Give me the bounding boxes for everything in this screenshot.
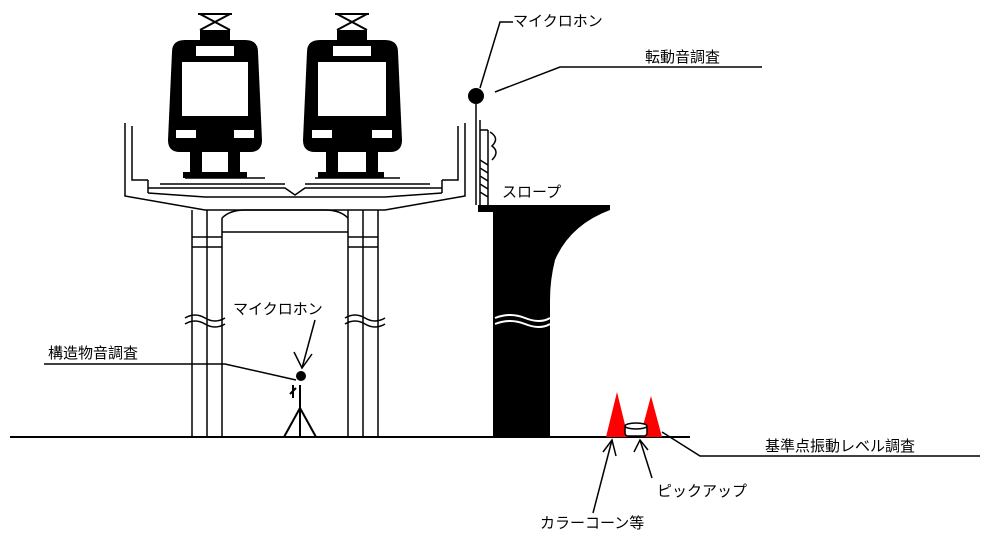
train-right [303, 13, 402, 178]
bottom-microphone-icon [296, 371, 306, 381]
label-microphone-bottom: マイクロホン [233, 300, 323, 318]
top-microphone-icon [468, 88, 484, 104]
top-microphone-stand [475, 104, 497, 205]
label-pickup: ピックアップ [657, 482, 747, 500]
label-slope: スロープ [502, 183, 561, 201]
bottom-microphone-tripod [283, 385, 317, 438]
slope-structure [478, 205, 610, 437]
label-microphone-top: マイクロホン [513, 12, 603, 30]
label-structure-noise: 構造物音調査 [48, 344, 138, 362]
train-left [168, 13, 262, 178]
label-color-cone: カラーコーン等 [540, 514, 644, 532]
pickup-sensor-icon [624, 422, 648, 437]
label-rolling-noise: 転動音調査 [645, 48, 720, 66]
color-cone-left [606, 392, 628, 437]
label-reference-vibration: 基準点振動レベル調査 [765, 437, 915, 455]
leader-lines [44, 21, 980, 514]
